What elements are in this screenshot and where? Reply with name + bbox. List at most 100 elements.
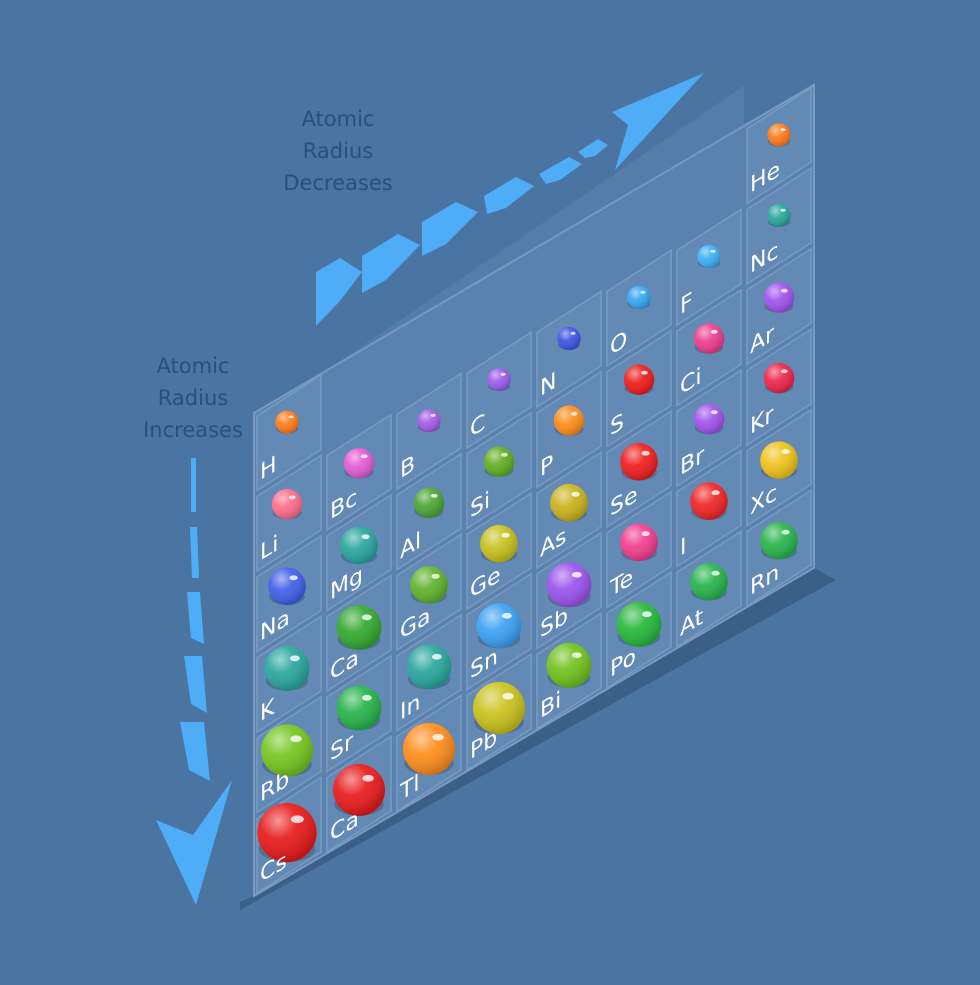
atom-highlight	[641, 450, 650, 456]
element-cell: Ge	[466, 492, 532, 611]
atom-shine	[627, 285, 651, 310]
element-cell: Mg	[326, 493, 392, 612]
element-cell: K	[256, 615, 322, 734]
atom-shine	[697, 244, 721, 269]
atom-highlight	[571, 652, 582, 659]
element-symbol: Si	[470, 486, 490, 524]
atom-shine	[487, 367, 511, 392]
atom-highlight	[640, 290, 646, 294]
atom-highlight	[711, 490, 720, 496]
element-symbol: I	[680, 532, 686, 562]
atom-highlight	[571, 571, 582, 578]
element-symbol: Li	[260, 529, 278, 566]
element-symbol: P	[540, 449, 553, 483]
atom-shine	[760, 441, 798, 479]
atom-highlight	[289, 575, 298, 581]
atom-shine	[546, 562, 592, 608]
atom-shine	[760, 521, 798, 560]
atom-highlight	[781, 529, 790, 535]
atom-shine	[473, 681, 525, 734]
atom-highlight	[570, 411, 578, 416]
atom-shine	[550, 483, 588, 522]
element-cell: Po	[606, 571, 672, 690]
atom-shine	[264, 645, 310, 691]
element-cell: C	[466, 331, 532, 450]
label-line: Atomic	[156, 354, 230, 378]
element-cell: S	[606, 329, 672, 448]
atom-highlight	[501, 532, 510, 538]
element-cell: Ca	[326, 574, 392, 693]
element-cell: Te	[606, 490, 672, 609]
atom-shine	[623, 364, 655, 395]
atom-shine	[620, 442, 658, 481]
atom-highlight	[289, 655, 300, 662]
atom-shine	[690, 562, 728, 601]
atom-highlight	[430, 413, 436, 417]
element-cell: Ga	[396, 533, 462, 652]
element-grid: HLiNaKRbCsBcMgCaSrCaBAlGaInTlCSiGeSnPbNP…	[256, 86, 812, 895]
atom-shine	[268, 567, 306, 606]
element-cell: H	[256, 373, 322, 492]
atom-shine	[763, 282, 795, 313]
element-cell: Sn	[466, 572, 532, 691]
element-cell: At	[676, 529, 742, 649]
element-cell: O	[606, 249, 672, 368]
atom-highlight	[502, 692, 514, 700]
element-cell: N	[536, 290, 602, 409]
atom-highlight	[570, 331, 576, 335]
element-cell: Li	[256, 454, 322, 573]
atom-highlight	[288, 415, 294, 419]
atom-highlight	[710, 249, 716, 253]
atom-shine	[763, 362, 795, 394]
element-symbol: K	[260, 692, 276, 727]
atom-highlight	[500, 452, 508, 457]
atom-shine	[336, 604, 382, 650]
element-cell: P	[536, 370, 602, 489]
atom-highlight	[641, 611, 652, 618]
element-cell: As	[536, 451, 602, 570]
atom-highlight	[288, 495, 296, 500]
board-face	[253, 83, 815, 898]
element-cell: Pb	[466, 653, 532, 772]
element-cell: Xc	[746, 408, 812, 527]
atom-shine	[557, 326, 581, 351]
atom-highlight	[431, 573, 440, 579]
atom-highlight	[500, 372, 506, 376]
atom-highlight	[361, 614, 372, 621]
element-symbol: S	[610, 407, 624, 441]
element-cell: Rb	[256, 695, 322, 814]
atom-highlight	[710, 410, 718, 415]
element-symbol: Bi	[540, 686, 561, 724]
element-cell: In	[396, 613, 462, 732]
atom-highlight	[290, 735, 302, 743]
atom-highlight	[641, 531, 650, 537]
atom-shine	[480, 524, 518, 563]
element-cell: Tl	[396, 694, 462, 813]
element-cell: Na	[256, 534, 322, 653]
atom-shine	[413, 487, 445, 518]
label-line: Increases	[143, 418, 243, 442]
element-cell: Ar	[746, 247, 812, 366]
atom-highlight	[571, 491, 580, 497]
element-cell: Kr	[746, 327, 812, 447]
element-symbol: Al	[400, 526, 421, 564]
atom-shine	[693, 403, 725, 435]
element-symbol: B	[400, 449, 415, 484]
element-cell: Al	[396, 452, 462, 571]
atom-highlight	[710, 329, 718, 334]
atom-shine	[403, 722, 455, 775]
atom-shine	[553, 405, 585, 436]
atom-highlight	[781, 449, 790, 455]
atom-shine	[620, 523, 658, 561]
atom-highlight	[780, 369, 788, 374]
atom-highlight	[361, 694, 372, 701]
atom-shine	[693, 323, 725, 354]
atom-shine	[767, 123, 791, 147]
atom-shine	[406, 644, 452, 690]
element-cell: Cs	[256, 776, 322, 895]
atom-shine	[476, 603, 522, 649]
atom-highlight	[780, 208, 786, 212]
element-symbol: N	[540, 366, 556, 402]
atom-shine	[271, 488, 303, 520]
